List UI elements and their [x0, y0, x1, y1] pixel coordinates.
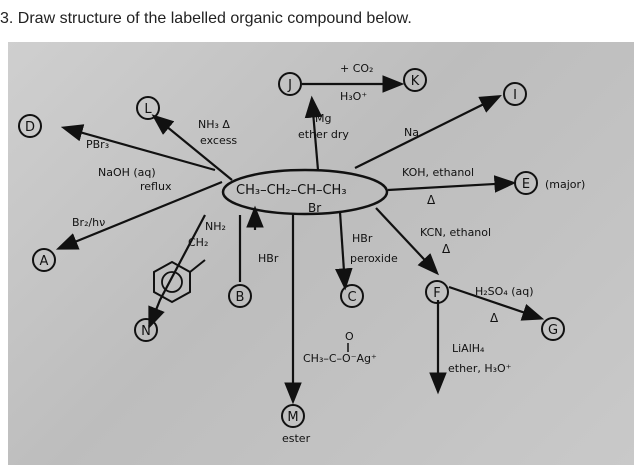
reagent-pbr3: PBr₃: [86, 138, 109, 151]
label-B: B: [236, 290, 245, 305]
reagent-h2so4: H₂SO₄ (aq): [475, 285, 534, 298]
reagent-kcn: KCN, ethanol: [420, 226, 491, 239]
label-E: E: [522, 177, 530, 192]
reagent-ester: ester: [282, 432, 311, 445]
reagent-co2: + CO₂: [340, 62, 373, 75]
central-compound-br: Br: [308, 201, 321, 215]
label-K: K: [411, 74, 420, 89]
reagent-delta-3: Δ: [490, 311, 499, 325]
label-F: F: [433, 286, 440, 301]
reagent-excess: excess: [200, 134, 237, 147]
label-D: D: [25, 120, 35, 135]
label-I: I: [513, 88, 517, 103]
arrow-to-J: [304, 95, 323, 171]
reagent-delta-1: Δ: [427, 193, 436, 207]
reagent-major: (major): [545, 178, 585, 191]
reaction-scheme-diagram: CH₃–CH₂–CH–CH₃ Br: [18, 62, 585, 445]
arrow-F-to-G: [448, 285, 545, 321]
reagent-ether-h3o: ether, H₃O⁺: [448, 362, 512, 375]
reagent-na: Na: [404, 126, 419, 139]
label-A: A: [40, 254, 49, 269]
reagent-h3o: H₃O⁺: [340, 90, 367, 103]
reagent-hbr-peroxide: HBr: [352, 232, 373, 245]
reagent-koh: KOH, ethanol: [402, 166, 474, 179]
question-text: 3. Draw structure of the labelled organi…: [0, 10, 412, 27]
label-G: G: [548, 323, 558, 338]
reagent-naoh: NaOH (aq): [98, 166, 156, 179]
label-N: N: [141, 324, 151, 339]
reagent-mg: Mg: [315, 112, 331, 125]
reagent-lialh4: LiAlH₄: [452, 342, 485, 355]
arrow-to-F: [375, 207, 440, 276]
reagent-delta-2: Δ: [442, 242, 451, 256]
benzene-ring: [153, 259, 206, 304]
ester-formula: CH₃–C–O⁻Ag⁺: [303, 352, 377, 365]
reagent-reflux: reflux: [140, 180, 172, 193]
arrow-to-N: [148, 214, 206, 330]
reagent-dry-ether: ether dry: [298, 128, 349, 141]
arrow-to-D: [60, 124, 216, 172]
reagent-peroxide: peroxide: [350, 252, 398, 265]
reagent-br2hv: Br₂/hν: [72, 216, 105, 229]
arrow-to-I: [354, 95, 502, 169]
arrow-to-A: [55, 180, 223, 250]
arrow-to-E: [387, 175, 517, 193]
arrow-to-C: [335, 211, 353, 291]
reagent-ch2: CH₂: [188, 236, 208, 249]
reagent-nh3: NH₃ Δ: [198, 118, 230, 131]
label-C: C: [347, 290, 356, 305]
label-M: M: [287, 410, 298, 425]
ester-carbonyl-o: O: [345, 330, 354, 343]
label-J: J: [287, 78, 292, 93]
reagent-nh2: NH₂: [205, 220, 226, 233]
central-compound-ellipse: [221, 168, 389, 216]
central-compound-formula: CH₃–CH₂–CH–CH₃: [236, 183, 347, 198]
reagent-hbr: HBr: [258, 252, 279, 265]
label-L: L: [144, 102, 152, 117]
reaction-scheme-photo: CH₃–CH₂–CH–CH₃ Br: [8, 42, 634, 465]
arrow-to-L: [151, 114, 233, 181]
